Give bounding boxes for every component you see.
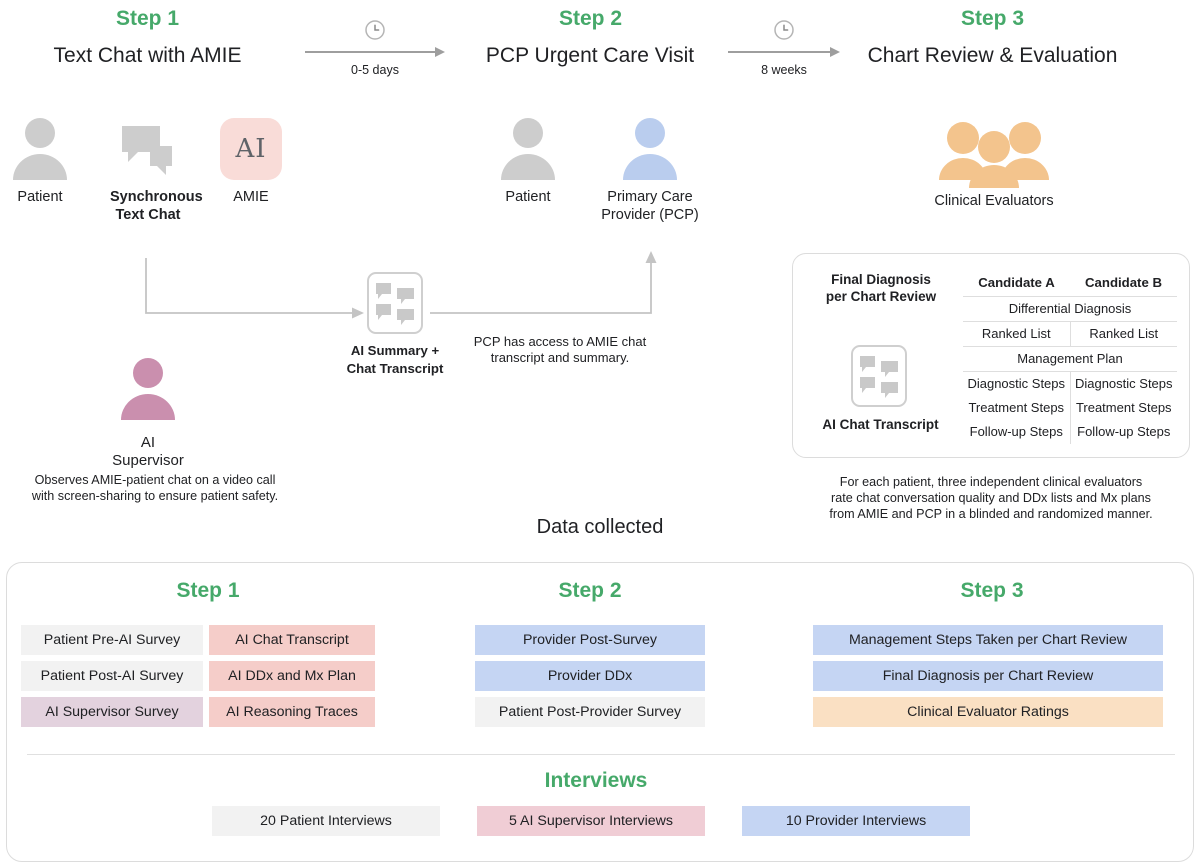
people-group-icon (905, 118, 1083, 188)
panel-step-1-heading: Step 1 (176, 579, 240, 602)
actor-patient-step1: Patient (5, 118, 75, 206)
table-row: Follow-up Steps Follow-up Steps (963, 419, 1177, 444)
ai-badge-icon: AI (220, 118, 282, 180)
table-header-row: Candidate A Candidate B (963, 270, 1177, 296)
column-header-candidate-a: Candidate A (978, 274, 1055, 290)
data-chip[interactable]: Patient Pre-AI Survey (21, 625, 203, 655)
actor-patient-step2: Patient (493, 118, 563, 206)
data-chip[interactable]: AI DDx and Mx Plan (209, 661, 375, 691)
actor-ai-supervisor: AI Supervisor (108, 358, 188, 470)
row-ranked-list-b: Ranked List (1069, 320, 1177, 346)
pcp-access-note: PCP has access to AMIE chat transcript a… (473, 334, 647, 365)
step-3-title: Chart Review & Evaluation (867, 44, 1118, 67)
panel-step-3-items: Management Steps Taken per Chart Review … (813, 625, 1163, 727)
data-chip[interactable]: Provider DDx (475, 661, 705, 691)
actor-label: Patient (17, 189, 63, 205)
table-row: Treatment Steps Treatment Steps (963, 395, 1177, 420)
actor-label: AI Summary + Chat Transcript (346, 343, 444, 376)
actor-label: Patient (505, 189, 551, 205)
data-collected-caption: Data collected (536, 516, 664, 538)
actor-sync-text-chat: Synchronous Text Chat (110, 118, 203, 224)
step-1-kicker: Step 1 (115, 7, 180, 30)
chat-transcript-icon (367, 272, 423, 334)
arrow-icon (728, 46, 840, 58)
data-chip[interactable]: Final Diagnosis per Chart Review (813, 661, 1163, 691)
person-icon (493, 118, 563, 180)
actor-label: Primary Care Provider (PCP) (601, 189, 699, 223)
supervisor-note: Observes AMIE-patient chat on a video ca… (31, 473, 279, 503)
clock-icon (728, 18, 840, 42)
data-chip[interactable]: Provider Post-Survey (475, 625, 705, 655)
transition-1: 0-5 days (305, 18, 445, 77)
actor-label: Synchronous Text Chat (110, 189, 203, 223)
panel-step-2-items: Provider Post-Survey Provider DDx Patien… (475, 625, 705, 727)
transition-2-label: 8 weeks (761, 63, 807, 77)
data-collected-panel: Step 1 Patient Pre-AI Survey Patient Pos… (6, 562, 1194, 862)
row-management-plan: Management Plan (963, 345, 1177, 371)
data-chip[interactable]: AI Supervisor Survey (21, 697, 203, 727)
clock-icon (305, 18, 445, 42)
step-2-title: PCP Urgent Care Visit (485, 44, 695, 67)
row-diagnostic-steps-b: Diagnostic Steps (1069, 370, 1177, 396)
person-icon (592, 118, 708, 180)
table-row: Diagnostic Steps Diagnostic Steps (963, 370, 1177, 396)
data-chip[interactable]: AI Chat Transcript (209, 625, 375, 655)
panel-divider (27, 754, 1175, 755)
actor-amie: AI AMIE (215, 118, 287, 206)
arrow-icon (305, 46, 445, 58)
panel-step-1-col-b: AI Chat Transcript AI DDx and Mx Plan AI… (209, 625, 375, 727)
data-chip[interactable]: Patient Post-Provider Survey (475, 697, 705, 727)
table-row: Ranked List Ranked List (963, 320, 1177, 346)
interview-chip[interactable]: 20 Patient Interviews (212, 806, 440, 836)
interview-chip[interactable]: 5 AI Supervisor Interviews (477, 806, 705, 836)
row-treatment-steps-a: Treatment Steps (968, 400, 1065, 415)
chat-transcript-icon (851, 345, 907, 407)
interview-chip[interactable]: 10 Provider Interviews (742, 806, 970, 836)
person-icon (108, 358, 188, 420)
row-followup-steps-a: Follow-up Steps (969, 424, 1063, 439)
step-3-kicker: Step 3 (960, 7, 1025, 30)
evaluator-note: For each patient, three independent clin… (829, 475, 1153, 521)
table-row: Differential Diagnosis (963, 295, 1177, 321)
data-chip[interactable]: AI Reasoning Traces (209, 697, 375, 727)
actor-clinical-evaluators: Clinical Evaluators (905, 118, 1083, 210)
actor-label: Clinical Evaluators (934, 193, 1054, 209)
row-followup-steps-b: Follow-up Steps (1069, 419, 1177, 444)
row-diagnostic-steps-a: Diagnostic Steps (963, 370, 1070, 396)
interviews-heading: Interviews (544, 769, 648, 792)
actor-ai-summary-transcript: AI Summary + Chat Transcript (340, 272, 450, 378)
actor-label: AMIE (233, 189, 269, 205)
data-chip[interactable]: Management Steps Taken per Chart Review (813, 625, 1163, 655)
panel-step-1-col-a: Patient Pre-AI Survey Patient Post-AI Su… (21, 625, 203, 727)
actor-label: AI Supervisor (112, 434, 184, 469)
person-icon (5, 118, 75, 180)
row-differential-diagnosis: Differential Diagnosis (963, 295, 1177, 321)
column-header-candidate-b: Candidate B (1085, 274, 1162, 290)
step-1-title: Text Chat with AMIE (53, 44, 242, 67)
ai-chat-transcript-caption: AI Chat Transcript (822, 417, 939, 432)
step-2-kicker: Step 2 (558, 7, 623, 30)
interviews-items: 20 Patient Interviews 5 AI Supervisor In… (212, 806, 982, 836)
actor-pcp: Primary Care Provider (PCP) (592, 118, 708, 224)
row-ranked-list-a: Ranked List (963, 320, 1070, 346)
ai-badge-text: AI (235, 134, 267, 164)
table-row: Management Plan (963, 345, 1177, 371)
evaluation-card: Final Diagnosis per Chart Review AI Chat… (792, 253, 1190, 458)
final-diagnosis-title: Final Diagnosis per Chart Review (825, 272, 937, 304)
transition-2: 8 weeks (728, 18, 840, 77)
row-treatment-steps-b: Treatment Steps (1069, 395, 1177, 420)
panel-step-2-heading: Step 2 (558, 579, 622, 602)
transition-1-label: 0-5 days (351, 63, 399, 77)
chat-bubbles-icon (110, 118, 186, 180)
evaluation-table: Candidate A Candidate B Differential Dia… (963, 270, 1177, 444)
panel-step-3-heading: Step 3 (960, 579, 1024, 602)
data-chip[interactable]: Clinical Evaluator Ratings (813, 697, 1163, 727)
data-chip[interactable]: Patient Post-AI Survey (21, 661, 203, 691)
